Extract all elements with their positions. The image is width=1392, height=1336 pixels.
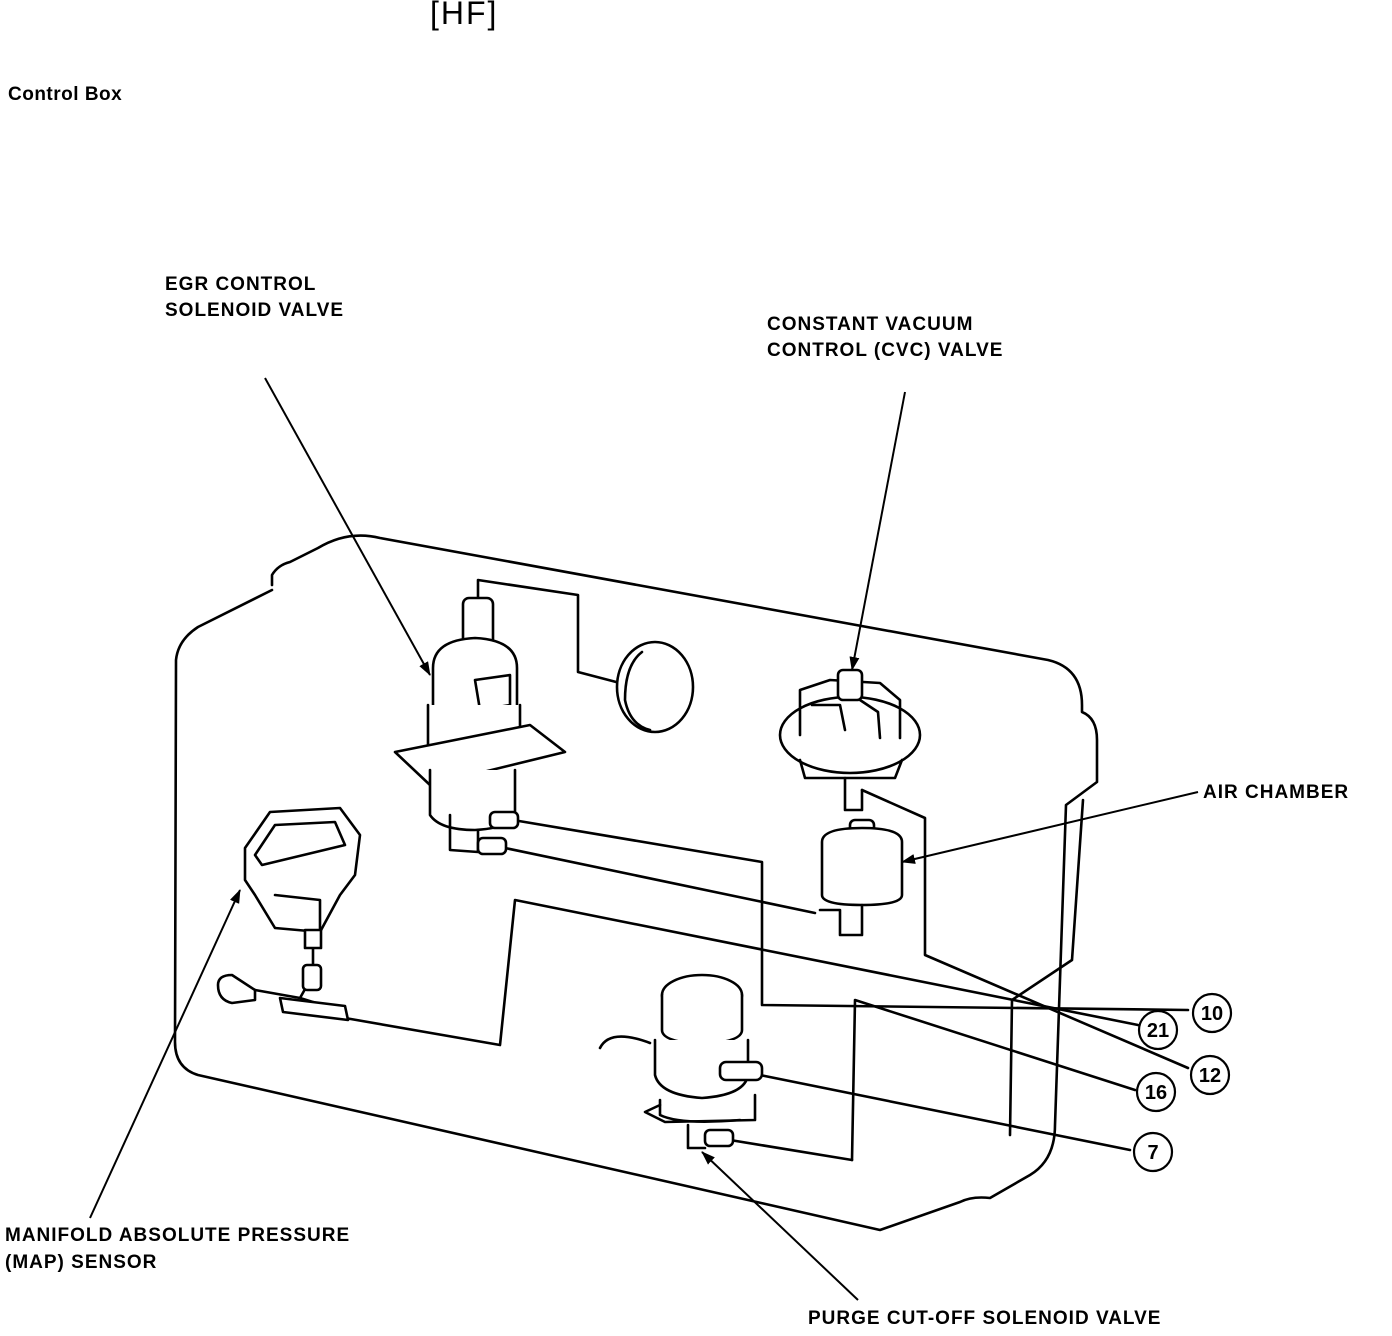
purge-leader-arrow [701, 1151, 859, 1301]
port-circle-16 [1135, 1071, 1177, 1113]
port-circle-10 [1191, 992, 1233, 1034]
diagram-subtitle: Control Box [8, 84, 123, 105]
purge-label: PURGE CUT-OFF SOLENOID VALVE [808, 1308, 1162, 1329]
cvc-valve [778, 668, 922, 812]
air-chamber [818, 818, 904, 937]
air-chamber-leader-arrow [901, 791, 1199, 864]
cvc-label-line1: CONSTANT VACUUM [767, 314, 974, 335]
cvc-label-line2: CONTROL (CVC) VALVE [767, 340, 1004, 361]
air-chamber-label: AIR CHAMBER [1203, 782, 1350, 803]
port-number-21: 21 [1147, 1020, 1169, 1042]
purge-valve [643, 973, 764, 1150]
map-label-line1: MANIFOLD ABSOLUTE PRESSURE [5, 1225, 351, 1246]
port-number-10: 10 [1201, 1003, 1223, 1025]
hose-egr-to-aircham [503, 846, 817, 915]
hose-egr-top [476, 578, 622, 685]
port-circle-21 [1137, 1009, 1179, 1051]
port-number-16: 16 [1145, 1082, 1167, 1104]
map-leader-arrow [89, 889, 241, 1219]
egr-label-line1: EGR CONTROL [165, 274, 317, 295]
map-plug-line [253, 988, 302, 1000]
hose-map-to-21 [343, 898, 1140, 1047]
port-number-12: 12 [1199, 1065, 1221, 1087]
purge-wire [598, 1035, 652, 1050]
map-label-line2: (MAP) SENSOR [5, 1252, 158, 1273]
control-box-outline [173, 534, 1099, 1232]
egr-valve [393, 596, 567, 856]
hose-purge-to-7 [758, 1073, 1132, 1152]
map-sensor [216, 806, 362, 1022]
port-circle-12 [1189, 1054, 1231, 1096]
diagram-code: [HF] [430, 0, 499, 31]
egr-leader-arrow [264, 377, 431, 676]
port-number-7: 7 [1147, 1142, 1158, 1164]
hose-purge-to-16 [850, 998, 1137, 1162]
hose-aircham-to-12 [860, 788, 1190, 1070]
round-canister [615, 640, 695, 734]
egr-label-line2: SOLENOID VALVE [165, 300, 345, 321]
hose-purge-bottom [728, 1138, 854, 1162]
hose-egr-to-10 [511, 818, 1190, 1012]
cvc-leader-arrow [849, 391, 906, 671]
port-circle-7 [1132, 1131, 1174, 1173]
control-box-inner-edge [1008, 798, 1085, 1137]
